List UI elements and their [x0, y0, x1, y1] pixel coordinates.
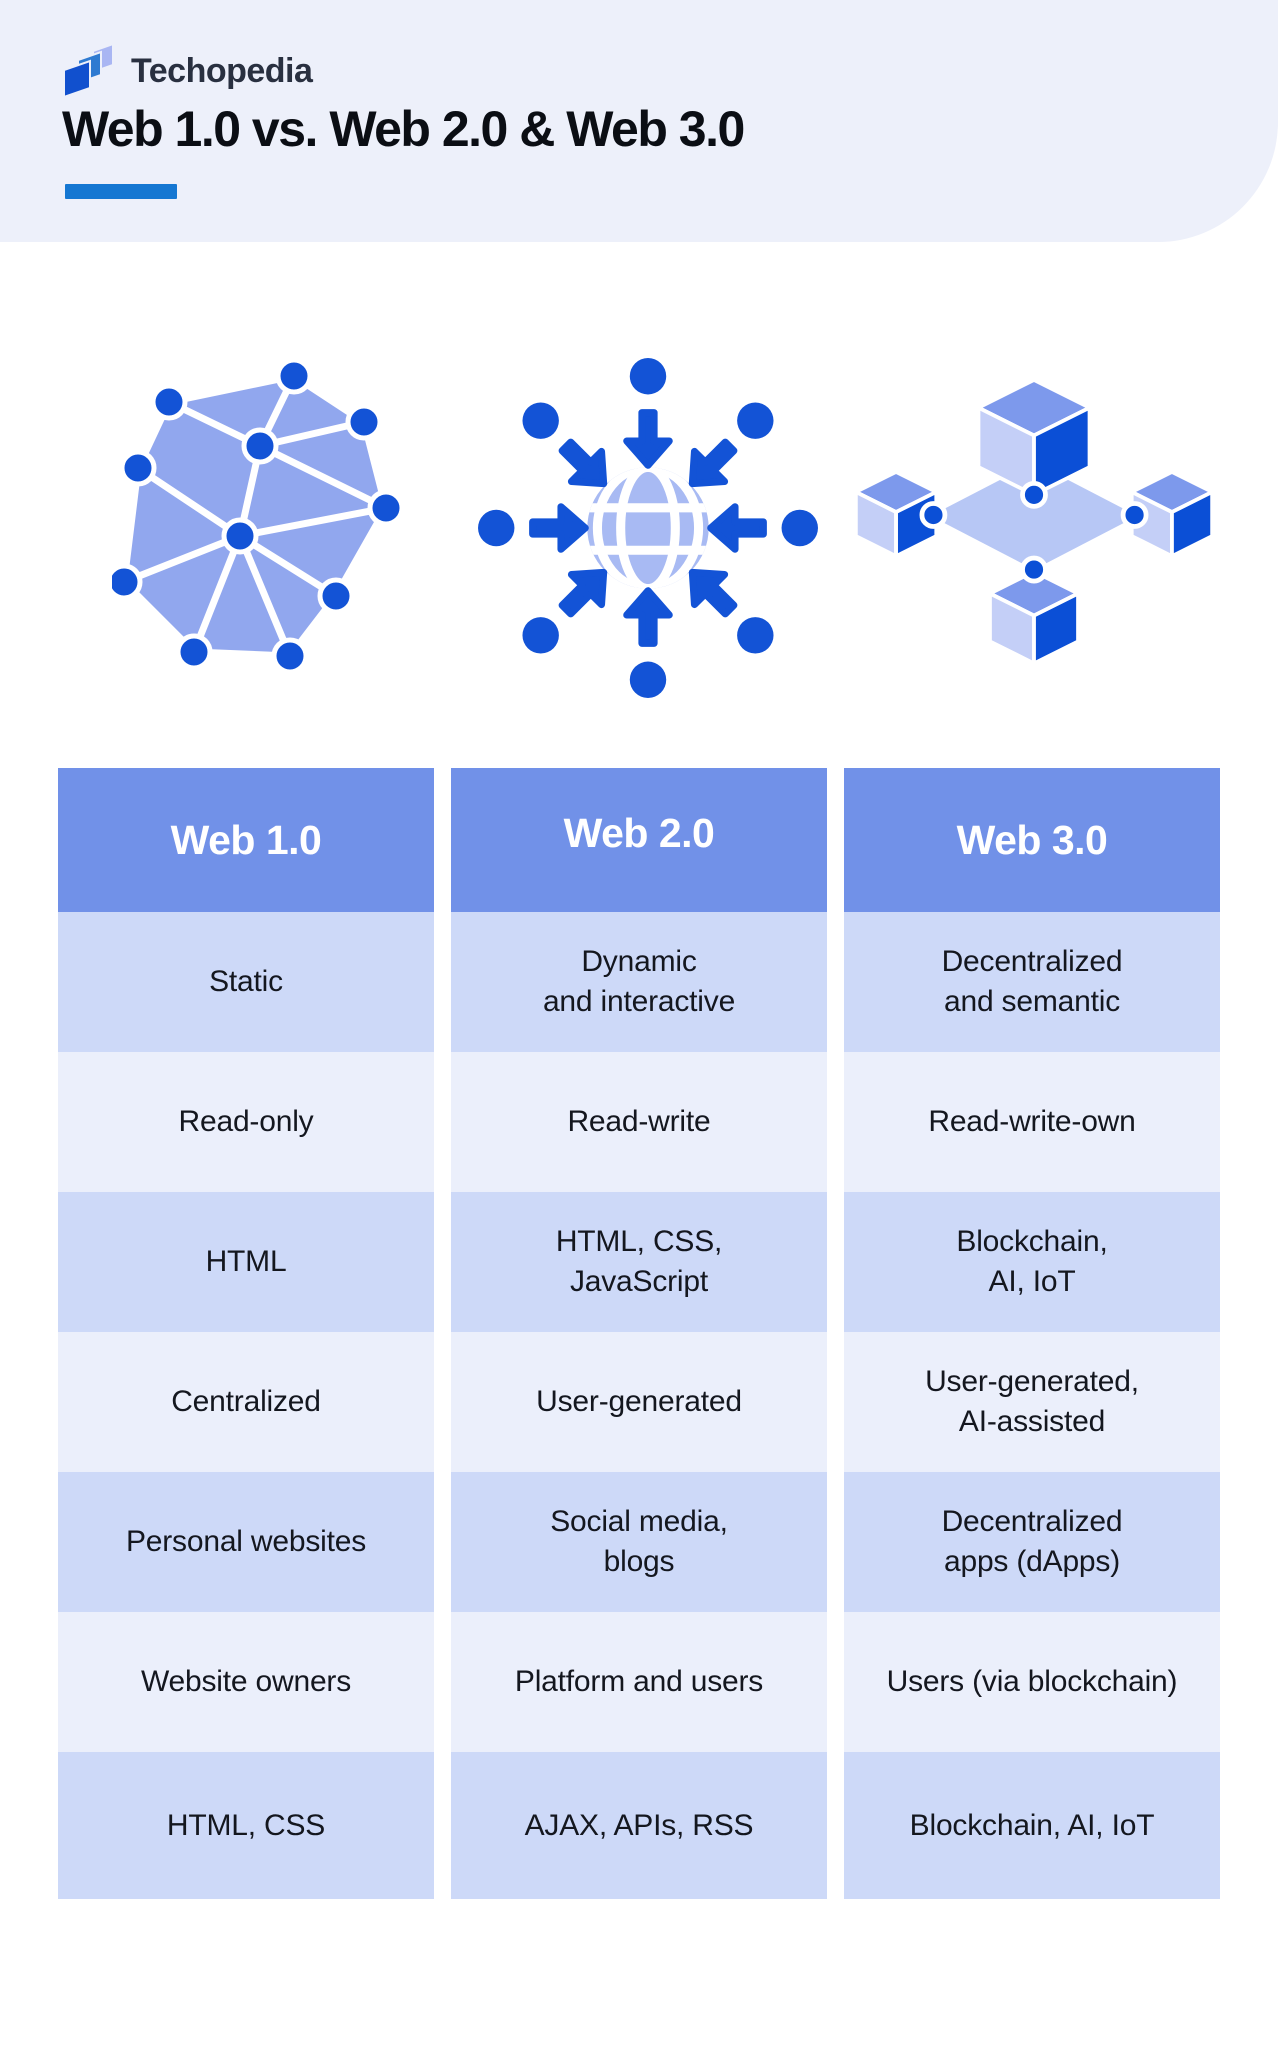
table-cell-r7-c2: AJAX, APIs, RSS: [451, 1752, 827, 1899]
brand-logo: Techopedia: [62, 42, 313, 100]
table-cell-r2-c1: Read-only: [58, 1052, 434, 1192]
table-cell-r5-c2: Social media, blogs: [451, 1472, 827, 1612]
title-underline: [65, 184, 177, 199]
table-cell-r1-c3: Decentralized and semantic: [844, 912, 1220, 1052]
globe-inbound-arrows-icon: [476, 356, 820, 700]
page-title: Web 1.0 vs. Web 2.0 & Web 3.0: [62, 101, 745, 157]
table-header-web-1-0: Web 1.0: [58, 768, 434, 912]
table-cell-r5-c3: Decentralized apps (dApps): [844, 1472, 1220, 1612]
table-cell-r5-c1: Personal websites: [58, 1472, 434, 1612]
table-cell-r7-c1: HTML, CSS: [58, 1752, 434, 1899]
table-cell-r6-c2: Platform and users: [451, 1612, 827, 1752]
blockchain-cubes-icon: [853, 377, 1215, 666]
table-cell-r6-c1: Website owners: [58, 1612, 434, 1752]
table-header-web-3-0: Web 3.0: [844, 768, 1220, 912]
table-cell-r1-c2: Dynamic and interactive: [451, 912, 827, 1052]
table-cell-r3-c1: HTML: [58, 1192, 434, 1332]
network-mesh-icon: [112, 357, 405, 675]
hero-header: Techopedia Web 1.0 vs. Web 2.0 & Web 3.0: [0, 0, 1278, 242]
table-cell-r1-c1: Static: [58, 912, 434, 1052]
table-cell-r3-c3: Blockchain, AI, IoT: [844, 1192, 1220, 1332]
table-cell-r2-c2: Read-write: [451, 1052, 827, 1192]
table-cell-r4-c2: User-generated: [451, 1332, 827, 1472]
table-header-web-2-0: Web 2.0: [451, 768, 827, 912]
table-cell-r3-c2: HTML, CSS, JavaScript: [451, 1192, 827, 1332]
techopedia-logo-icon: [63, 42, 114, 99]
table-cell-r7-c3: Blockchain, AI, IoT: [844, 1752, 1220, 1899]
brand-wordmark: Techopedia: [131, 51, 313, 90]
table-cell-r4-c1: Centralized: [58, 1332, 434, 1472]
table-cell-r6-c3: Users (via blockchain): [844, 1612, 1220, 1752]
table-cell-r2-c3: Read-write-own: [844, 1052, 1220, 1192]
table-cell-r4-c3: User-generated, AI-assisted: [844, 1332, 1220, 1472]
